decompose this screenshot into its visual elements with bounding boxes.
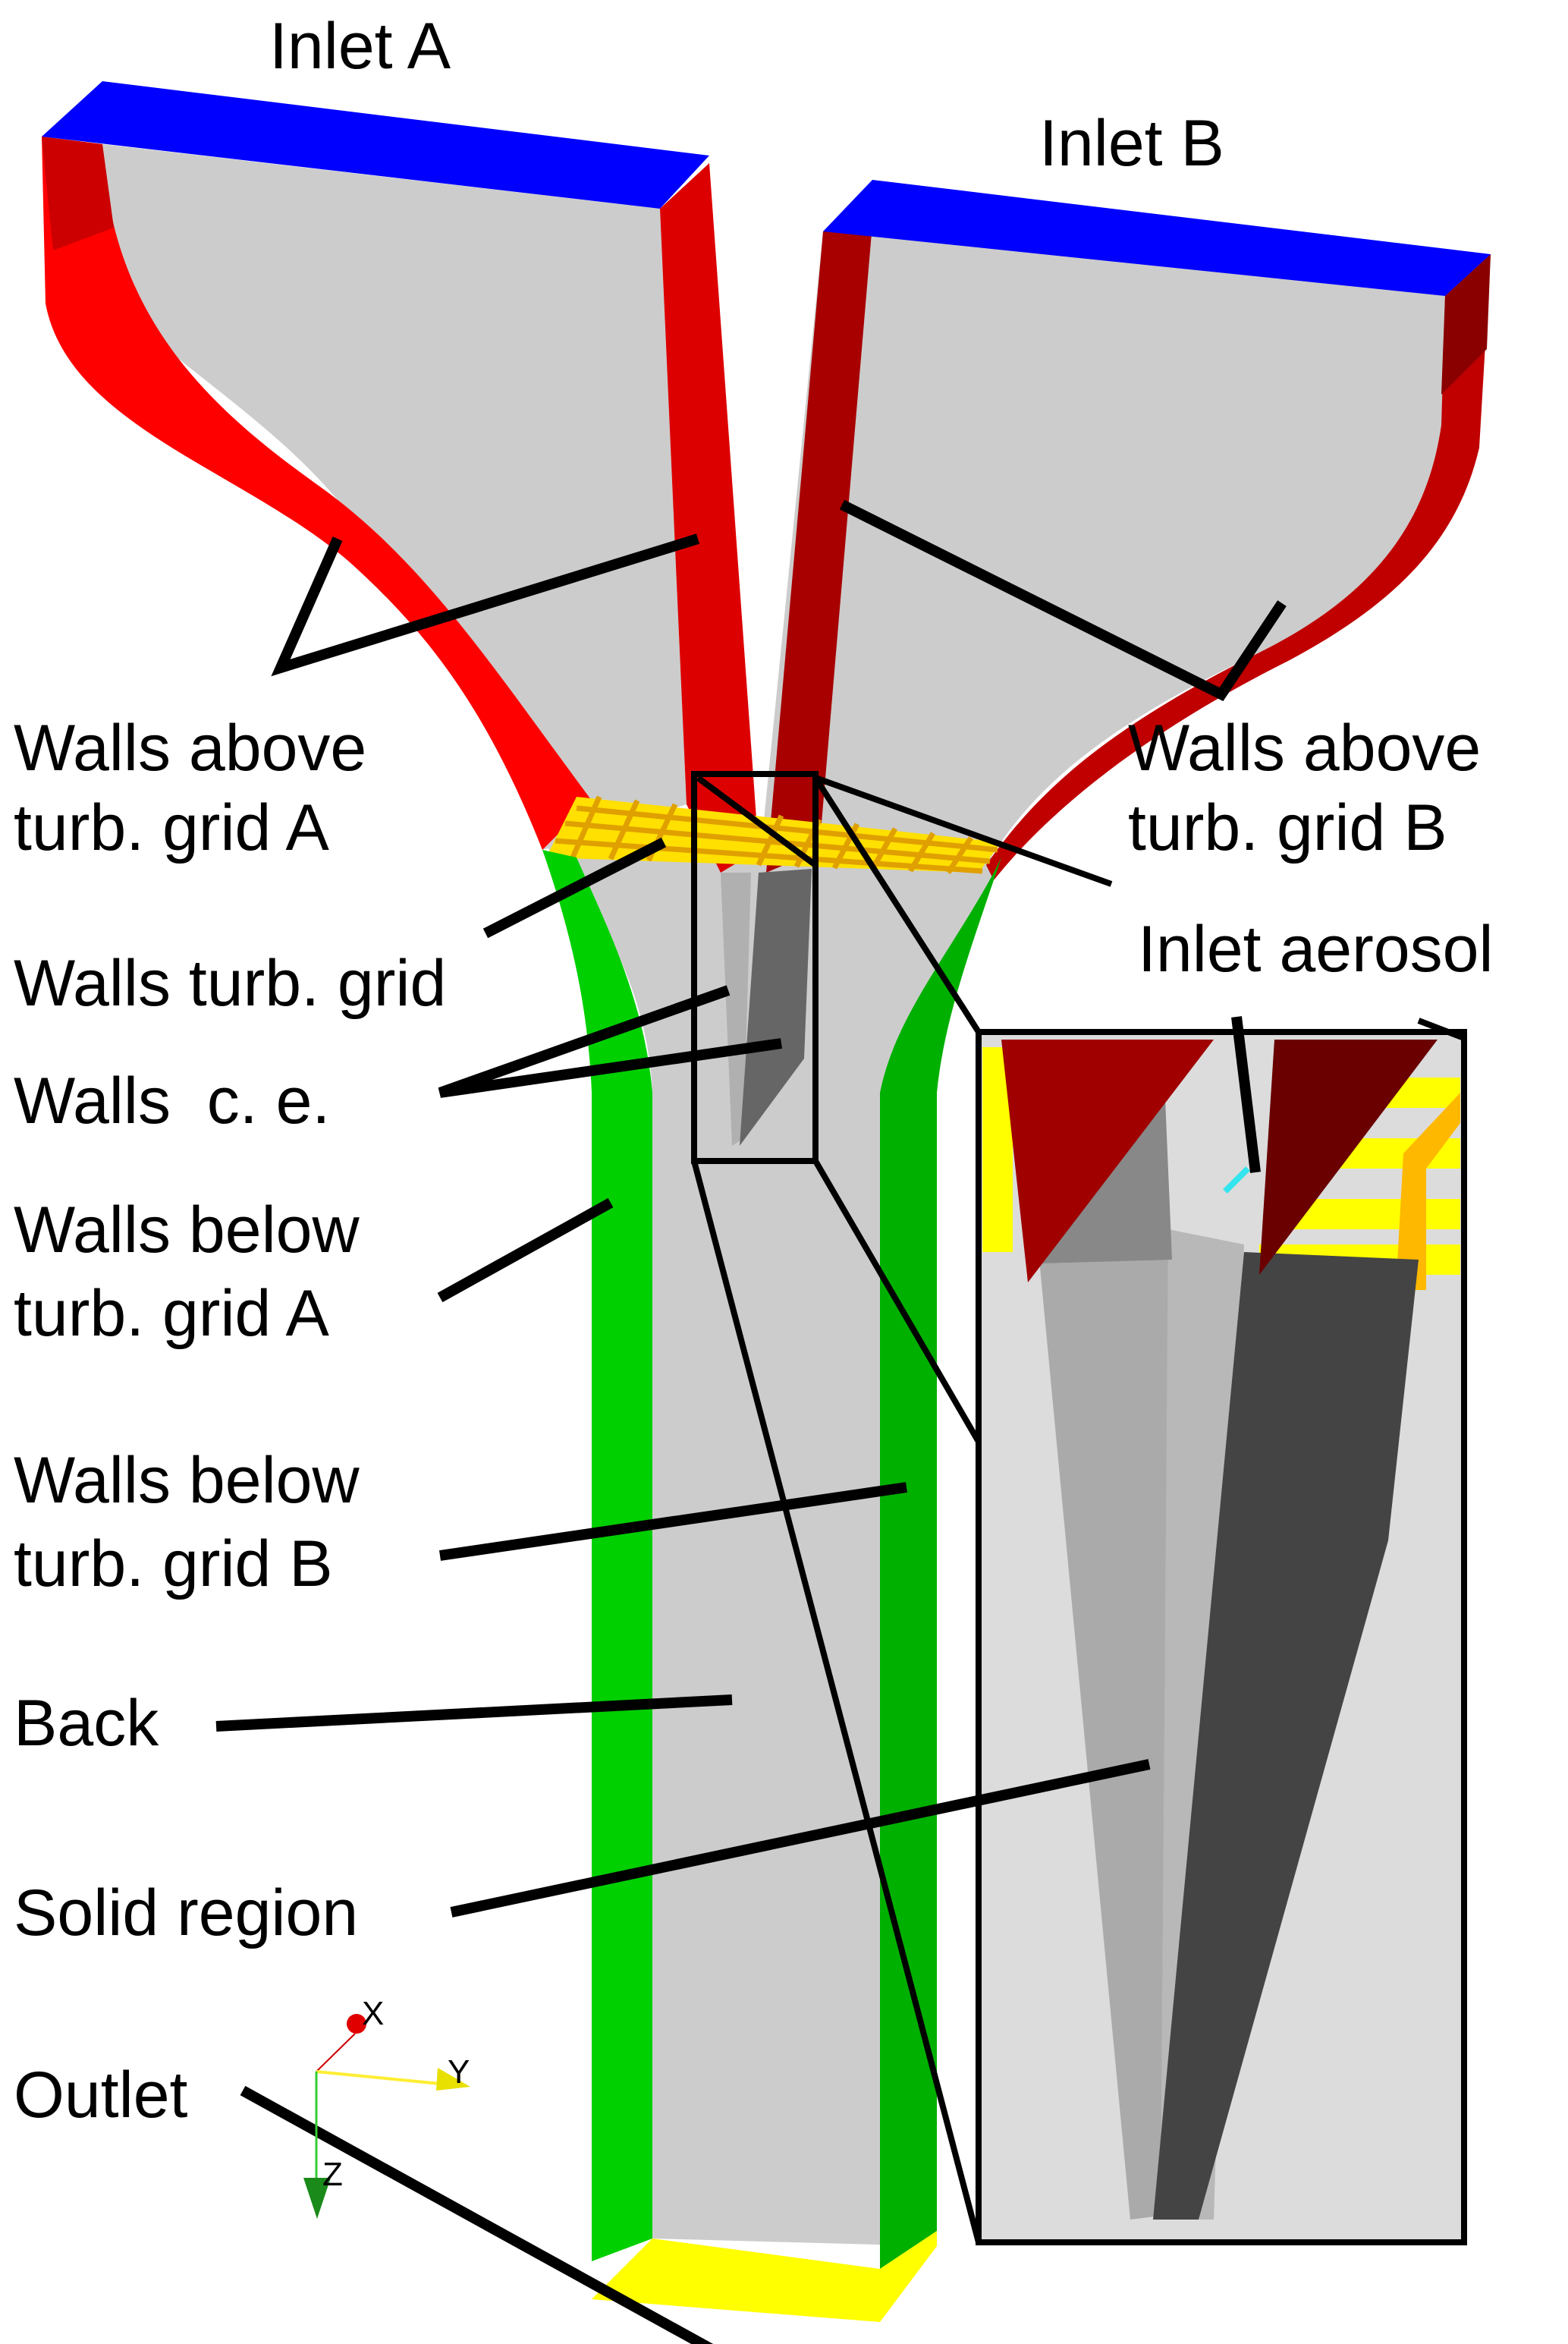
label-walls-above-a-line1: Walls above [14,712,366,785]
label-walls-below-b-line2: turb. grid B [14,1528,333,1600]
axis-x-label: X [362,1995,384,2032]
leader-walls-ce [438,985,783,1098]
labels: Inlet A Inlet B Walls above turb. grid A… [14,10,1494,2132]
walls-below-turb-grid-a [542,850,652,2261]
label-walls-above-b-line1: Walls above [1128,712,1481,785]
walls-above-turb-grid-b [766,224,1491,880]
label-walls-below-b-line1: Walls below [14,1444,360,1517]
axis-y-label: Y [448,2053,470,2091]
label-walls-above-a-line2: turb. grid A [14,791,330,864]
zoom-inset [976,1018,1467,2245]
walls-below-turb-grid-b [880,857,1001,2269]
outlet-surface [592,2231,937,2322]
label-walls-turb-grid: Walls turb. grid [14,947,446,1020]
leader-outlet [240,2085,714,2344]
label-walls-ce: Walls c. e. [14,1065,330,1137]
walls-above-turb-grid-a [42,137,759,873]
label-inlet-b: Inlet B [1039,107,1224,180]
leader-inlet-aerosol [1231,1016,1261,1173]
leader-walls-turb-grid [482,837,667,939]
label-inlet-a: Inlet A [269,10,451,83]
z-axis-icon [303,2178,331,2219]
inset-inlet-aerosol [1223,1166,1250,1194]
label-walls-above-b-line2: turb. grid B [1128,791,1447,864]
leader-walls-below-b [438,1482,908,1561]
label-walls-below-a-line2: turb. grid A [14,1277,330,1350]
solid-region-small [721,869,812,1146]
label-inlet-aerosol: Inlet aerosol [1138,913,1494,986]
leader-lines [215,499,1287,2344]
label-outlet: Outlet [14,2059,188,2132]
inlet-b-surface [823,180,1491,296]
x-axis-icon [347,2014,366,2034]
inlet-a-surface [42,81,709,209]
leader-walls-above-b [839,499,1287,702]
label-back: Back [14,1687,159,1760]
leader-walls-below-a [437,1197,614,1303]
label-walls-below-a-line1: Walls below [14,1194,360,1266]
inset-walls-above-a [1001,1040,1214,1282]
y-axis-icon [436,2068,470,2091]
leader-walls-above-a [271,533,700,677]
axis-triad: X Y Z [303,1995,470,2219]
label-solid-region: Solid region [14,1877,358,1949]
zoom-callout-frame [691,771,1113,2244]
leader-back [215,1694,733,1732]
inset-walls-above-b [1259,1040,1438,1275]
axis-z-label: Z [322,2156,343,2193]
leader-solid-region [450,1759,1151,1918]
